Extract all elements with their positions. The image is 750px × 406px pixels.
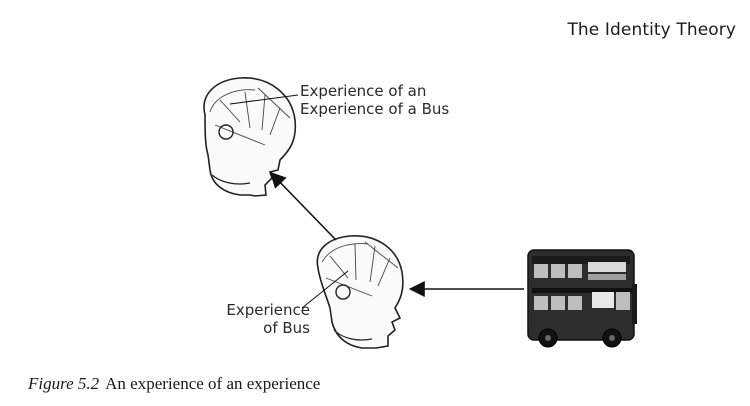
figure-caption: Figure 5.2 An experience of an experience	[28, 374, 320, 394]
label-bottom-line1: Experience	[222, 301, 310, 319]
double-decker-bus-icon	[528, 250, 637, 347]
label-top-line2: Experience of a Bus	[300, 100, 449, 118]
arrow-lower-to-upper-head	[272, 174, 336, 240]
label-bottom-line2: of Bus	[222, 319, 310, 337]
upper-head-icon	[204, 78, 295, 196]
label-experience-of-bus: Experience of Bus	[222, 301, 310, 337]
figure-number: Figure 5.2	[28, 374, 99, 393]
label-experience-of-experience: Experience of an Experience of a Bus	[300, 82, 449, 118]
lower-head-icon	[317, 236, 403, 348]
label-top-line1: Experience of an	[300, 82, 449, 100]
figure-caption-text: An experience of an experience	[105, 374, 320, 393]
